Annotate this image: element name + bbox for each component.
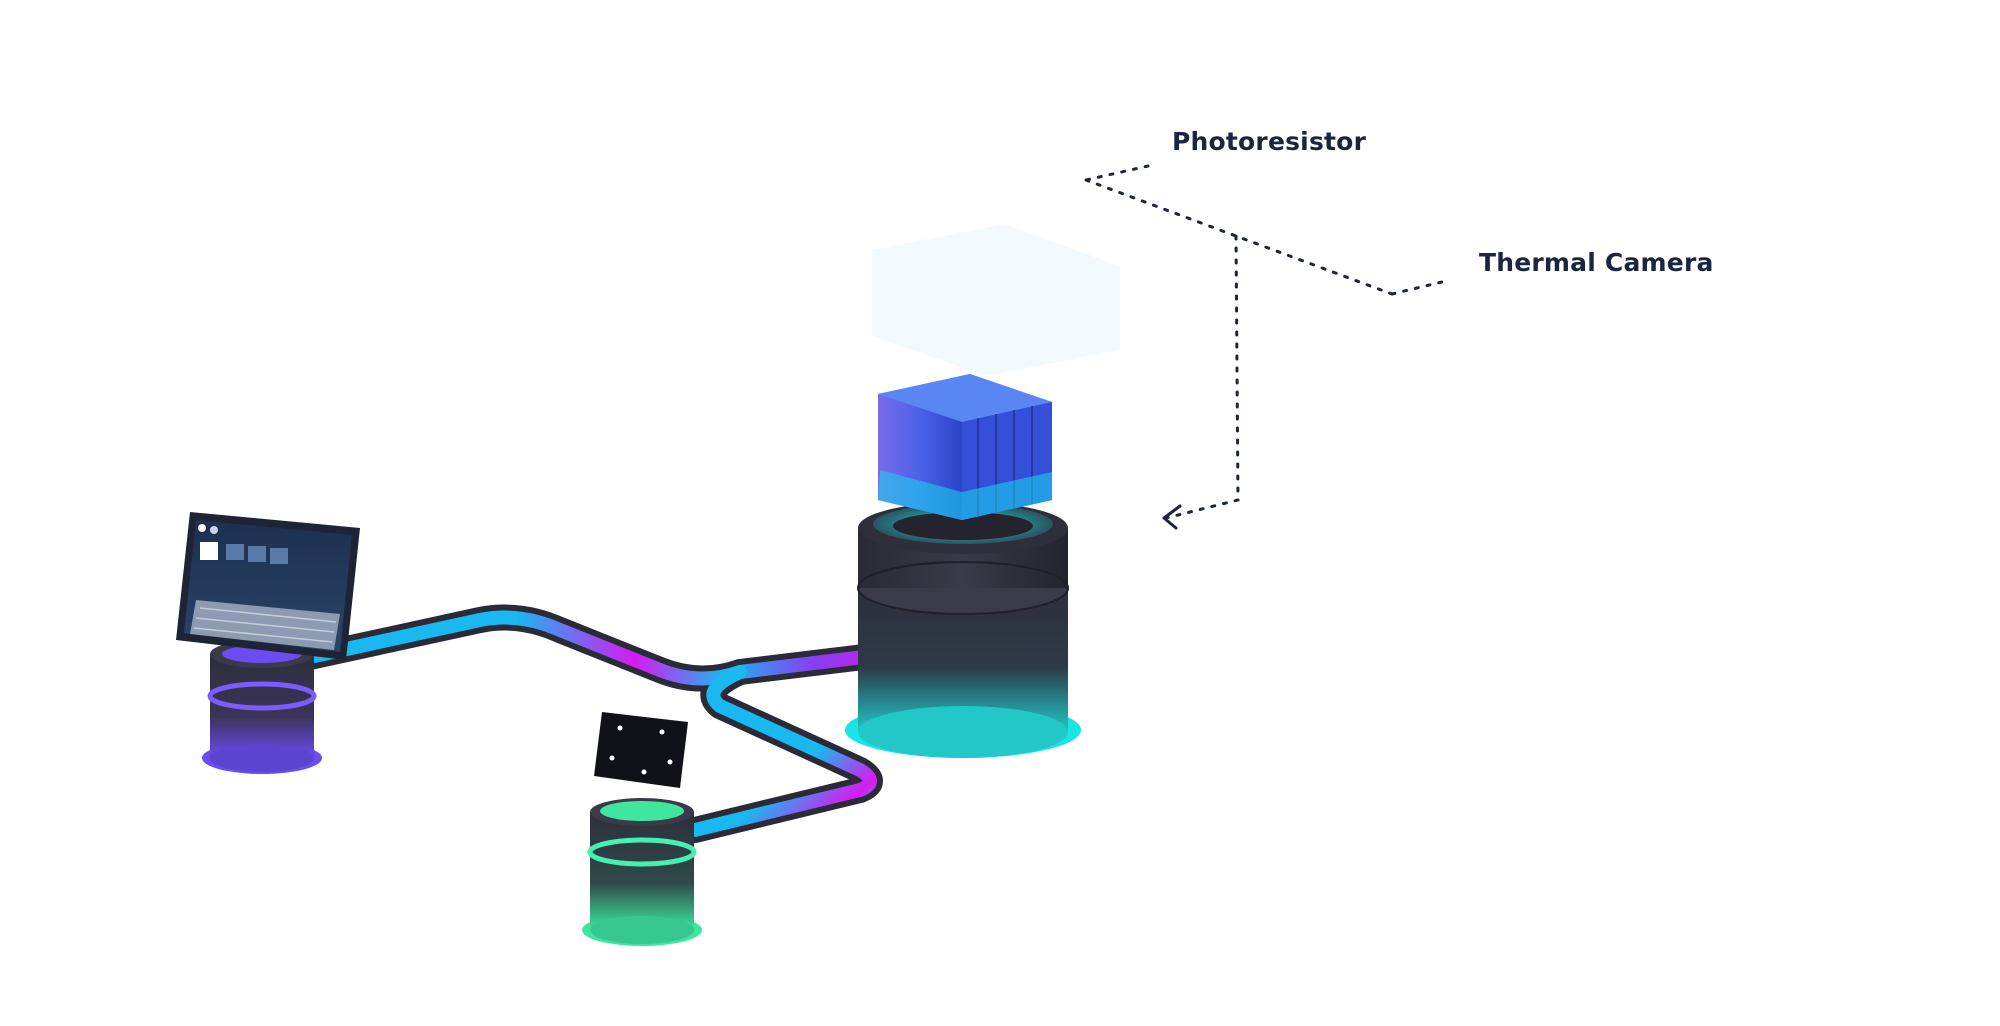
sensor-pedestal [582,798,702,946]
crystal-sample [878,374,1052,520]
connector-line [1084,178,1394,296]
drop-line [1164,234,1240,520]
arrow-head-icon [1162,504,1182,530]
photoresistor-leader [1084,164,1150,182]
main-pedestal [845,502,1081,758]
tablet-pedestal [202,640,322,774]
thermal-camera-label: Thermal Camera [1479,248,1714,277]
thermal-leader [1390,278,1452,296]
marker-card-icon [594,712,688,788]
ghost-hexagon [872,224,1120,376]
tablet-dashboard-icon [176,512,360,660]
callout-lines [1084,164,1452,520]
photoresistor-label: Photoresistor [1172,127,1367,156]
